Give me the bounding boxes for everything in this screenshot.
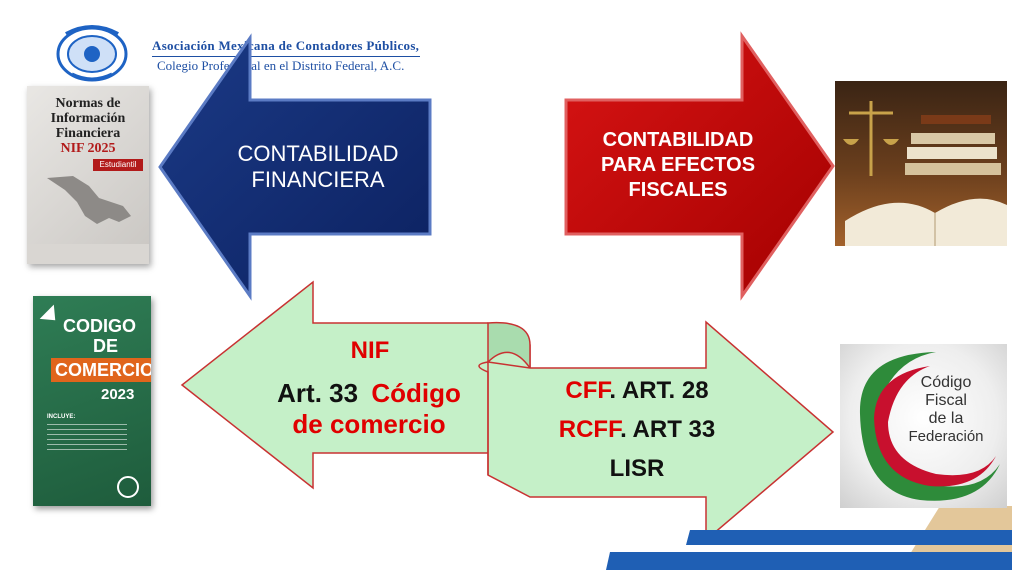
mexico-map-icon [47, 176, 131, 224]
codigo-comercio-book: CODIGO DE COMERCIO 2023 INCLUYE: [33, 296, 151, 506]
header-line-2: Colegio Profesional en el Distrito Feder… [157, 58, 405, 73]
cc-book-includes-lines [47, 424, 127, 454]
cc-book-title-3: COMERCIO [55, 360, 151, 380]
scroll-art33-code: Código [371, 378, 461, 408]
scroll-cff-red: CFF [565, 377, 611, 404]
cc-book-title-3-band [51, 358, 151, 382]
right-arrow-line-3: FISCALES [629, 179, 728, 201]
nif-book-badge: Estudiantil [93, 159, 143, 171]
nif-book-footer [27, 244, 149, 264]
scroll-art33-line: Art. 33 Código [277, 378, 461, 408]
scroll-row-rcff: RCFF. ART 33 [559, 416, 715, 443]
cff-logo-line-2: Fiscal [925, 392, 967, 409]
cff-logo-line-1: Código [920, 374, 972, 391]
scroll-cff-black: . ART. 28 [609, 377, 708, 404]
cc-book-publisher-logo [117, 476, 139, 498]
cc-book-title-2: DE [93, 336, 119, 356]
left-arrow-line-1: CONTABILIDAD [238, 141, 399, 166]
cff-logo: Código Fiscal de la Federación [840, 344, 1007, 508]
scroll-lisr: LISR [610, 455, 665, 482]
left-arrow-shape [158, 33, 432, 301]
law-books-photo [835, 81, 1007, 246]
cc-book-title-1: CODIGO [63, 316, 137, 336]
amcp-emblem-icon [56, 25, 128, 82]
cc-book-year: 2023 [101, 386, 135, 403]
scroll-nif-label: NIF [351, 337, 390, 364]
cc-book-includes: INCLUYE: [47, 414, 76, 420]
left-arrow-line-2: FINANCIERA [251, 167, 385, 192]
scroll-de-comercio: de comercio [292, 409, 445, 439]
scroll-fold-line [478, 361, 489, 475]
cff-logo-line-3: de la [928, 410, 964, 427]
right-arrow-shape [564, 31, 835, 301]
scroll-rcff-black: . ART 33 [620, 416, 715, 443]
cff-logo-line-4: Federación [908, 428, 984, 445]
scroll-right-arrow-shape [487, 320, 835, 542]
nif-book-title-2: Información [50, 111, 126, 126]
scroll-rcff-red: RCFF [559, 416, 622, 443]
nif-book-title-3: Financiera [55, 126, 121, 141]
scroll-art33-prefix: Art. 33 [277, 378, 358, 408]
stripe-blue-bottom [606, 552, 1012, 570]
nif-book-title-4: NIF 2025 [60, 141, 116, 156]
cc-book-corner-arrow-icon [39, 304, 63, 328]
law-scale-books-icon [843, 101, 1007, 246]
right-arrow-line-2: PARA EFECTOS [601, 154, 755, 176]
nif-book-cover: Normas de Información Financiera NIF 202… [27, 86, 149, 264]
stripe-blue-top [686, 530, 1012, 545]
header-line-1: Asociación Mexicana de Contadores Públic… [152, 38, 420, 53]
scroll-row-cff: CFF. ART. 28 [565, 377, 708, 404]
right-arrow-line-1: CONTABILIDAD [603, 129, 754, 151]
nif-book-title-1: Normas de [55, 96, 121, 111]
amcp-logo [52, 24, 132, 82]
header-divider [152, 56, 420, 57]
